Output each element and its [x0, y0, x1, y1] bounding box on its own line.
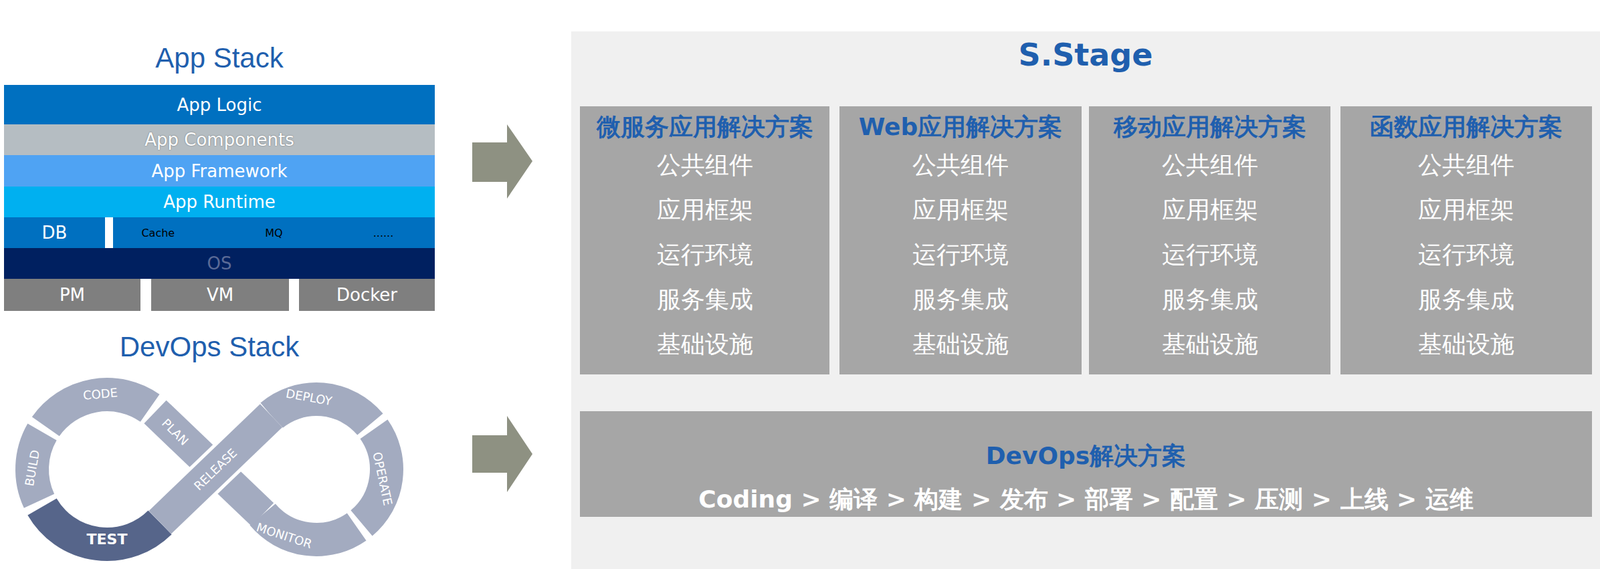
layer-label: Docker [336, 284, 398, 306]
stack-container: App LogicApp ComponentsApp FrameworkApp … [4, 40, 435, 312]
solution-panel: 微服务应用解决方案公共组件应用框架运行环境服务集成基础设施Web应用解决方案公共… [571, 31, 1600, 569]
block-arrow [472, 416, 533, 493]
solution-item: 服务集成 [656, 276, 754, 322]
stack-layer: Docker [298, 278, 435, 312]
solution-item: 基础设施 [1418, 321, 1515, 367]
stack-layer: Cache MQ...... [113, 217, 435, 249]
solution-title: Web应用解决方案 [858, 111, 1063, 143]
panel-title: S.Stage [571, 39, 1600, 71]
layer-label: PM [59, 284, 85, 306]
devops-title: DevOps解决方案 [985, 439, 1187, 473]
stack-layer: PM [4, 278, 141, 312]
layer-label: MQ [264, 226, 283, 240]
stack-layer: DB [4, 217, 106, 249]
pipeline-steps: Coding > 编译 > 构建 > 发布 > 部署 > 配置 > 压测 > 上… [698, 482, 1474, 517]
solution-item: 服务集成 [1418, 276, 1515, 322]
solution-item: 基础设施 [1161, 321, 1259, 367]
layer-label: DB [42, 222, 68, 243]
stack-title: DevOps Stack [119, 331, 299, 364]
solution-item: 运行环境 [1418, 232, 1515, 277]
solution-item: 运行环境 [1161, 232, 1259, 277]
solution-item: 公共组件 [1418, 142, 1515, 188]
solution-item: 运行环境 [912, 232, 1009, 277]
layer-label: VM [206, 284, 234, 306]
layer-label: OS [207, 253, 233, 274]
solution-item: 公共组件 [912, 142, 1009, 188]
layer-label: Cache [141, 226, 175, 240]
solution-item: 基础设施 [912, 321, 1009, 367]
solution-item: 应用框架 [1418, 187, 1515, 233]
stack-layer: App Logic [4, 84, 435, 125]
solution-card: 微服务应用解决方案公共组件应用框架运行环境服务集成基础设施 [579, 106, 830, 375]
stack-title: App Stack [4, 40, 435, 77]
solution-card: Web应用解决方案公共组件应用框架运行环境服务集成基础设施 [839, 106, 1082, 375]
solution-item: 服务集成 [1161, 276, 1259, 322]
solution-title: 微服务应用解决方案 [596, 111, 814, 143]
layer-label: ...... [373, 226, 394, 240]
solution-item: 基础设施 [656, 321, 754, 367]
solution-title: 移动应用解决方案 [1113, 111, 1307, 143]
solution-item: 应用框架 [912, 187, 1009, 233]
solution-item: 应用框架 [1161, 187, 1259, 233]
solution-item: 公共组件 [1161, 142, 1259, 188]
solution-card: 函数应用解决方案公共组件应用框架运行环境服务集成基础设施 [1340, 106, 1592, 375]
stack-layer: VM [151, 278, 289, 312]
layer-label: App Runtime [163, 191, 276, 213]
solution-item: 运行环境 [656, 232, 754, 277]
layer-label: App Logic [176, 94, 262, 116]
block-arrow [472, 124, 533, 493]
stack-layer: OS [4, 248, 435, 279]
solution-item: 应用框架 [656, 187, 754, 233]
loop-label: TEST [86, 531, 128, 548]
stack-layer: App Runtime [4, 186, 435, 218]
solution-title: 函数应用解决方案 [1369, 111, 1563, 143]
block-arrow [472, 124, 533, 199]
devops-loop [32, 394, 387, 545]
stack-layer: App Framework [4, 155, 435, 187]
devops-card: DevOps解决方案 Coding > 编译 > 构建 > 发布 > 部署 > 配… [579, 411, 1592, 518]
layer-label: App Framework [151, 161, 288, 182]
stack-layer: App Components [4, 124, 435, 156]
layer-label: App Components [144, 129, 295, 150]
solution-item: 公共组件 [656, 142, 754, 188]
solution-item: 服务集成 [912, 276, 1009, 322]
solution-card: 移动应用解决方案公共组件应用框架运行环境服务集成基础设施 [1088, 106, 1331, 375]
